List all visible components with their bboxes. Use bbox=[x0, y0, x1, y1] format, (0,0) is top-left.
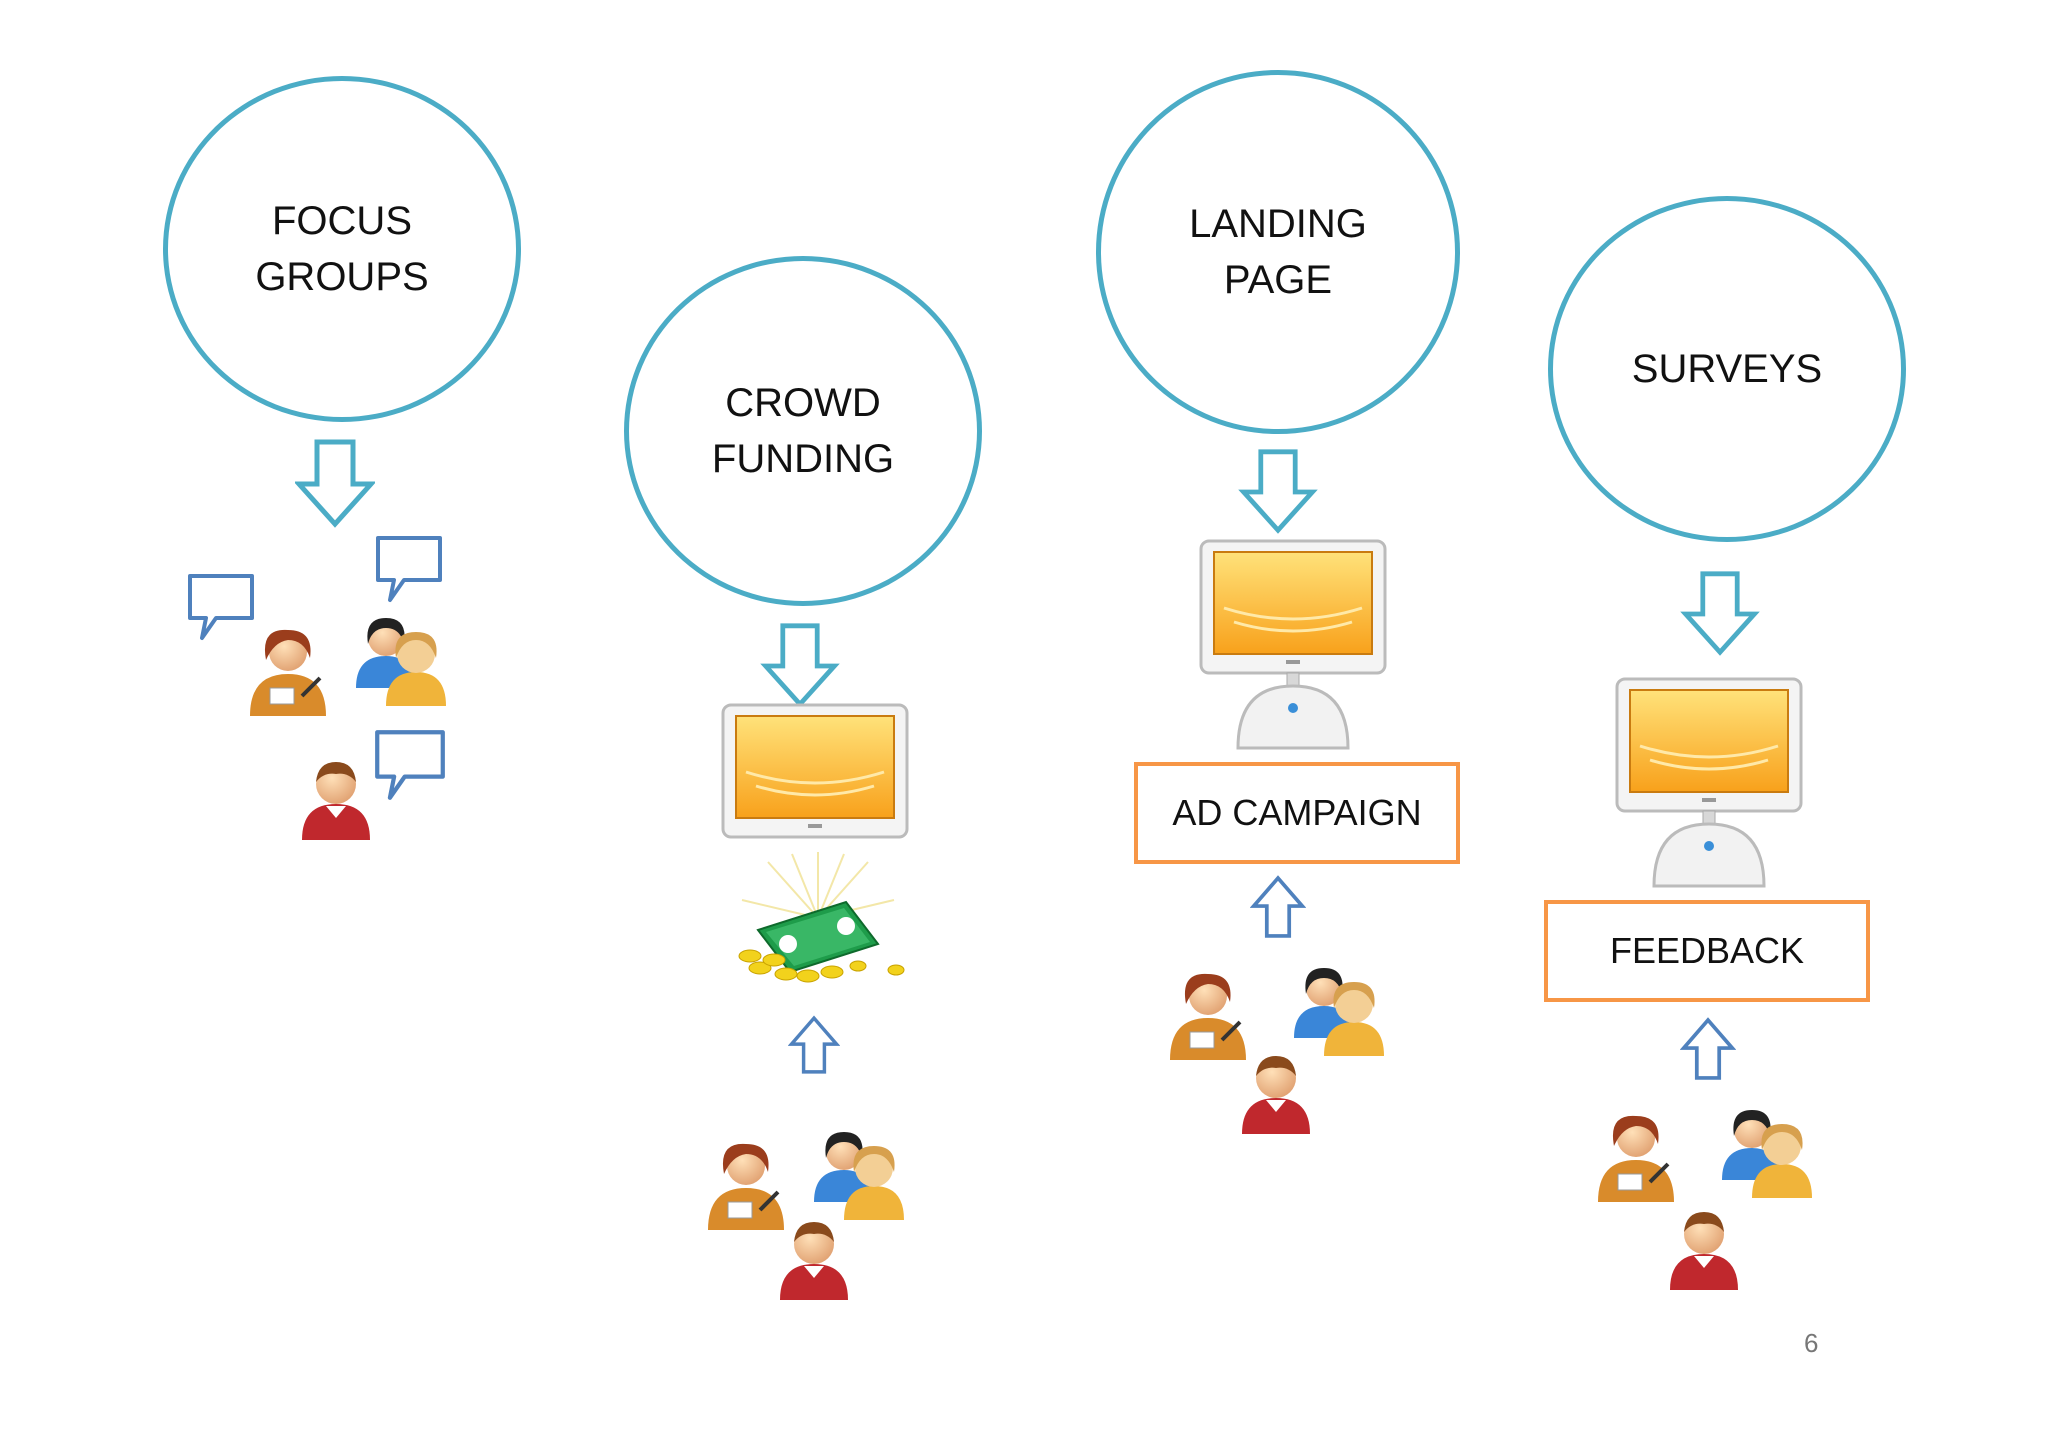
down-arrow-icon bbox=[1238, 448, 1318, 534]
node-crowd-funding: CROWD FUNDING bbox=[624, 256, 982, 606]
box-label: AD CAMPAIGN bbox=[1172, 792, 1422, 833]
person-icon bbox=[774, 1212, 854, 1302]
computer-monitor-icon bbox=[1198, 538, 1388, 758]
node-label: SURVEYS bbox=[1631, 347, 1823, 391]
person-icon bbox=[1236, 1046, 1316, 1136]
down-arrow-icon bbox=[1680, 570, 1760, 656]
person-icon bbox=[296, 752, 376, 842]
node-surveys: SURVEYS bbox=[1548, 196, 1906, 542]
people-pair-icon bbox=[1290, 958, 1390, 1058]
node-label: LANDING PAGE bbox=[1189, 202, 1367, 302]
up-arrow-icon bbox=[1250, 872, 1306, 942]
speech-bubble-icon bbox=[362, 728, 458, 802]
page-number: 6 bbox=[1804, 1328, 1819, 1358]
people-pair-icon bbox=[810, 1122, 910, 1222]
feedback-box: FEEDBACK bbox=[1544, 900, 1870, 1002]
people-pair-icon bbox=[352, 608, 452, 708]
node-label: CROWD FUNDING bbox=[711, 381, 895, 481]
woman-icon bbox=[1592, 1104, 1682, 1204]
woman-icon bbox=[244, 618, 334, 718]
speech-bubble-icon bbox=[374, 524, 444, 614]
people-pair-icon bbox=[1718, 1100, 1818, 1200]
up-arrow-icon bbox=[788, 1010, 840, 1080]
ad-campaign-box: AD CAMPAIGN bbox=[1134, 762, 1460, 864]
person-icon bbox=[1664, 1202, 1744, 1292]
down-arrow-icon bbox=[760, 622, 840, 708]
computer-monitor-icon bbox=[720, 702, 910, 842]
box-label: FEEDBACK bbox=[1609, 930, 1805, 971]
node-focus-groups: FOCUS GROUPS bbox=[163, 76, 521, 422]
down-arrow-icon bbox=[295, 438, 375, 528]
up-arrow-icon bbox=[1680, 1014, 1736, 1084]
computer-monitor-icon bbox=[1614, 676, 1804, 896]
money-icon bbox=[728, 848, 908, 988]
node-label: FOCUS GROUPS bbox=[255, 199, 429, 299]
node-landing-page: LANDING PAGE bbox=[1096, 70, 1460, 434]
